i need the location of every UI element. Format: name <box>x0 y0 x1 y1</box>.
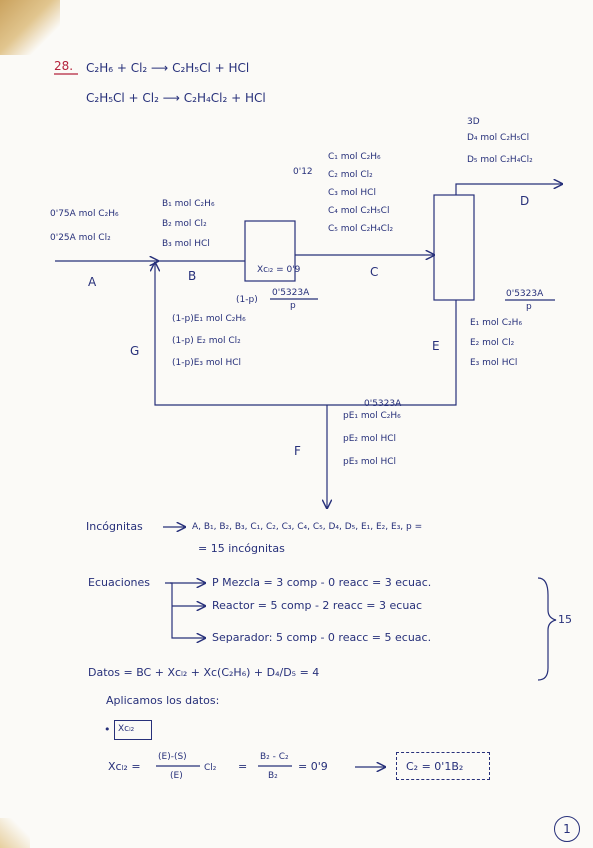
formula-subscript: Cl₂ <box>204 763 217 773</box>
b-component-1: B₁ mol C₂H₆ <box>162 199 215 209</box>
d-component-1: D₄ mol C₂H₅Cl <box>467 133 530 143</box>
c-component-1: C₁ mol C₂H₆ <box>328 152 381 162</box>
reaction-2: C₂H₅Cl + Cl₂ ⟶ C₂H₄Cl₂ + HCl <box>86 91 266 105</box>
formula-equals: = <box>238 760 248 773</box>
feed-chlorine: 0'25A mol Cl₂ <box>50 233 111 243</box>
equation-separador: Separador: 5 comp - 0 reacc = 5 ecuac. <box>212 631 432 644</box>
stream-e-label: E <box>432 339 440 353</box>
recycle-line <box>155 263 457 406</box>
problem-number: 28. <box>54 59 74 73</box>
recycle-fraction-top: (1-p) <box>236 295 258 305</box>
g-component-3: (1-p)E₃ mol HCl <box>172 358 242 368</box>
stream-d-line <box>455 184 562 195</box>
separator-box <box>433 194 475 301</box>
d-ratio: 3D <box>467 117 480 127</box>
reaction-1: C₂H₆ + Cl₂ ⟶ C₂H₅Cl + HCl <box>86 61 250 75</box>
page-corner-stain <box>0 0 60 55</box>
stream-b-label: B <box>188 269 197 283</box>
c-component-4: C₄ mol C₂H₅Cl <box>328 206 390 216</box>
g-component-2: (1-p) E₂ mol Cl₂ <box>172 336 241 346</box>
bullet-icon: • <box>104 723 111 736</box>
e-component-2: E₂ mol Cl₂ <box>470 338 515 348</box>
incognitas-list: A, B₁, B₂, B₃, C₁, C₂, C₃, C₄, C₅, D₄, D… <box>192 522 423 532</box>
formula-denominator-2: B₂ <box>268 771 278 781</box>
f-ratio: 0'5323A <box>364 399 402 409</box>
reactor-box <box>244 220 296 282</box>
incognitas-total: = 15 incógnitas <box>198 542 285 555</box>
e-component-3: E₃ mol HCl <box>470 358 518 368</box>
b-component-3: B₃ mol HCl <box>162 239 210 249</box>
c-component-2: C₂ mol Cl₂ <box>328 170 373 180</box>
ecuaciones-label: Ecuaciones <box>88 576 151 589</box>
c-ratio: 0'12 <box>293 167 313 177</box>
e-fraction-den: p <box>526 302 532 312</box>
incognitas-label: Incógnitas <box>86 520 143 533</box>
page-number: 1 <box>554 816 580 842</box>
c-component-3: C₃ mol HCl <box>328 188 376 198</box>
bullet-label: Xᴄₗ₂ <box>118 724 135 734</box>
bullet-box <box>114 720 152 740</box>
formula-lhs: Xᴄₗ₂ = <box>108 760 141 773</box>
b-component-2: B₂ mol Cl₂ <box>162 219 207 229</box>
e-component-1: E₁ mol C₂H₆ <box>470 318 523 328</box>
ecuaciones-brace <box>537 577 557 681</box>
feed-ethane: 0'75A mol C₂H₆ <box>50 209 119 219</box>
recycle-fraction-num: 0'5323A <box>272 288 310 298</box>
stream-c-label: C <box>370 265 379 279</box>
f-component-1: pE₁ mol C₂H₆ <box>343 411 401 421</box>
recycle-fraction-den: p <box>290 301 296 311</box>
g-component-1: (1-p)E₁ mol C₂H₆ <box>172 314 246 324</box>
f-component-3: pE₃ mol HCl <box>343 457 397 467</box>
formula-denominator: (E) <box>170 771 183 781</box>
result-text: C₂ = 0'1B₂ <box>406 760 464 773</box>
ecuaciones-bracket <box>170 582 178 639</box>
datos-line: Datos = BC + Xᴄₗ₂ + Xᴄ(C₂H₆) + D₄/D₅ = 4 <box>88 666 320 679</box>
stream-g-label: G <box>130 344 140 358</box>
formula-numerator: (E)-(S) <box>158 752 187 762</box>
stream-d-label: D <box>520 194 530 208</box>
stream-f-label: F <box>294 444 301 458</box>
equation-mezcla: P Mezcla = 3 comp - 0 reacc = 3 ecuac. <box>212 576 432 589</box>
f-component-2: pE₂ mol HCl <box>343 434 397 444</box>
stream-a-label: A <box>88 275 97 289</box>
e-fraction-num: 0'5323A <box>506 289 544 299</box>
formula-numerator-2: B₂ - C₂ <box>260 752 289 762</box>
formula-value: = 0'9 <box>298 760 328 773</box>
aplicamos-line: Aplicamos los datos: <box>106 694 220 707</box>
c-component-5: C₅ mol C₂H₄Cl₂ <box>328 224 394 234</box>
reactor-conversion: Xᴄₗ₂ = 0'9 <box>257 265 301 275</box>
result-box <box>396 752 490 780</box>
d-component-2: D₅ mol C₂H₄Cl₂ <box>467 155 533 165</box>
page-corner-stain-bottom <box>0 818 30 848</box>
equation-total: 15 <box>558 613 572 626</box>
equation-reactor: Reactor = 5 comp - 2 reacc = 3 ecuac <box>212 599 423 612</box>
